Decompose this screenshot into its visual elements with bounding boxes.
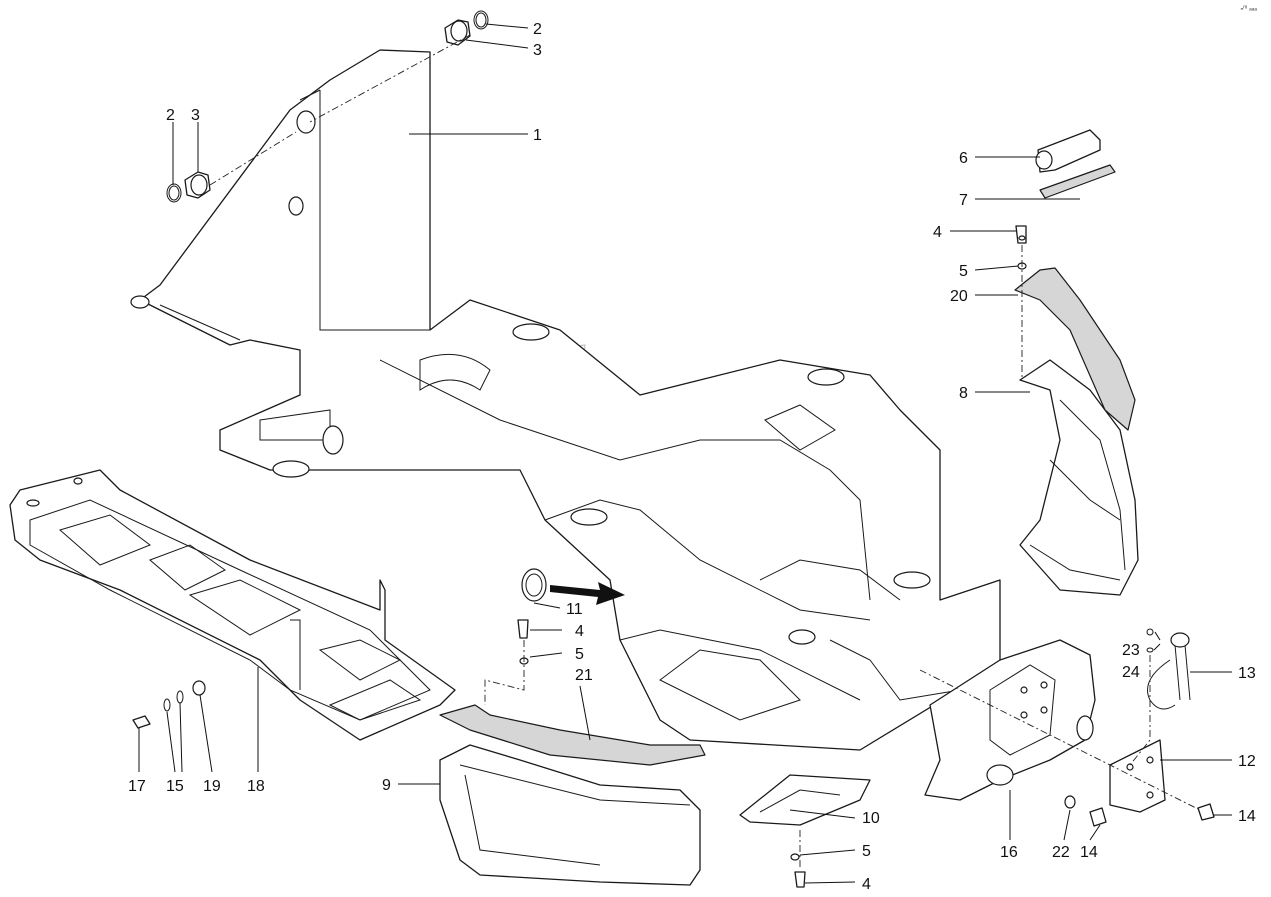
callout-4-mid: 4 [575, 623, 584, 640]
plug-11 [521, 568, 625, 605]
bolt-23 [1146, 628, 1154, 636]
corner-logo: ₙᵐ ₐₐₐ [1240, 5, 1257, 12]
washer-15b [176, 690, 184, 704]
bolt-17 [132, 715, 151, 729]
edge-trim-6 [1035, 129, 1101, 173]
callout-9: 9 [382, 777, 391, 794]
callout-24: 24 [1122, 664, 1140, 681]
callout-3-left: 3 [191, 107, 200, 124]
assembly-axis-lines [209, 34, 1201, 870]
callout-6: 6 [959, 150, 968, 167]
callout-23: 23 [1122, 642, 1140, 659]
bolt-4-mid [517, 619, 529, 639]
bushing-3-top [444, 19, 471, 46]
bushing-3-left [184, 171, 211, 199]
callout-8: 8 [959, 385, 968, 402]
callout-10: 10 [862, 810, 880, 827]
callout-5-mid: 5 [575, 646, 584, 663]
callout-15: 15 [166, 778, 184, 795]
bolt-4-lower [794, 871, 806, 888]
callout-21: 21 [575, 667, 593, 684]
callout-17: 17 [128, 778, 146, 795]
cover-plate [739, 774, 871, 826]
callout-3-top: 3 [533, 42, 542, 59]
callout-labels: 1 2 3 2 3 6 7 4 5 20 8 11 4 5 21 17 15 1… [128, 21, 1256, 893]
callout-19: 19 [203, 778, 221, 795]
callout-1: 1 [533, 127, 542, 144]
snap-ring-2-left [166, 183, 182, 203]
callout-22: 22 [1052, 844, 1070, 861]
callout-2-left: 2 [166, 107, 175, 124]
fender [1019, 359, 1139, 596]
callout-18: 18 [247, 778, 265, 795]
callout-4-lower: 4 [862, 876, 871, 893]
callout-12: 12 [1238, 753, 1256, 770]
callout-16: 16 [1000, 844, 1018, 861]
washer-5-lower [790, 853, 800, 861]
callout-14-lower: 14 [1080, 844, 1098, 861]
callout-2-top: 2 [533, 21, 542, 38]
hardware [132, 225, 1215, 888]
nut-19 [192, 680, 206, 696]
washer-15a [163, 698, 171, 712]
washer-5-upper [1018, 235, 1026, 241]
callout-13: 13 [1238, 665, 1256, 682]
snap-ring-2-top [473, 10, 489, 30]
rubber-strip-7 [1039, 164, 1116, 199]
callout-5-lower: 5 [862, 843, 871, 860]
trim-strip [439, 704, 706, 766]
callout-4-upper: 4 [933, 224, 942, 241]
bolt-14-right [1197, 803, 1215, 821]
skid-plate [9, 469, 456, 741]
callout-14-right: 14 [1238, 808, 1256, 825]
washer-24 [1146, 647, 1154, 653]
bumper-cover [439, 744, 701, 886]
callout-7: 7 [959, 192, 968, 209]
callout-11: 11 [566, 601, 583, 618]
mudflap-20 [1014, 267, 1136, 431]
main-frame [130, 49, 1001, 751]
bolt-14-lower [1089, 807, 1107, 827]
bracket-12 [1109, 739, 1166, 813]
washer-22 [1064, 795, 1076, 809]
leader-lines [138, 23, 1232, 884]
callout-5-upper: 5 [959, 263, 968, 280]
lock-pin-13 [1147, 632, 1191, 710]
callout-20: 20 [950, 288, 968, 305]
